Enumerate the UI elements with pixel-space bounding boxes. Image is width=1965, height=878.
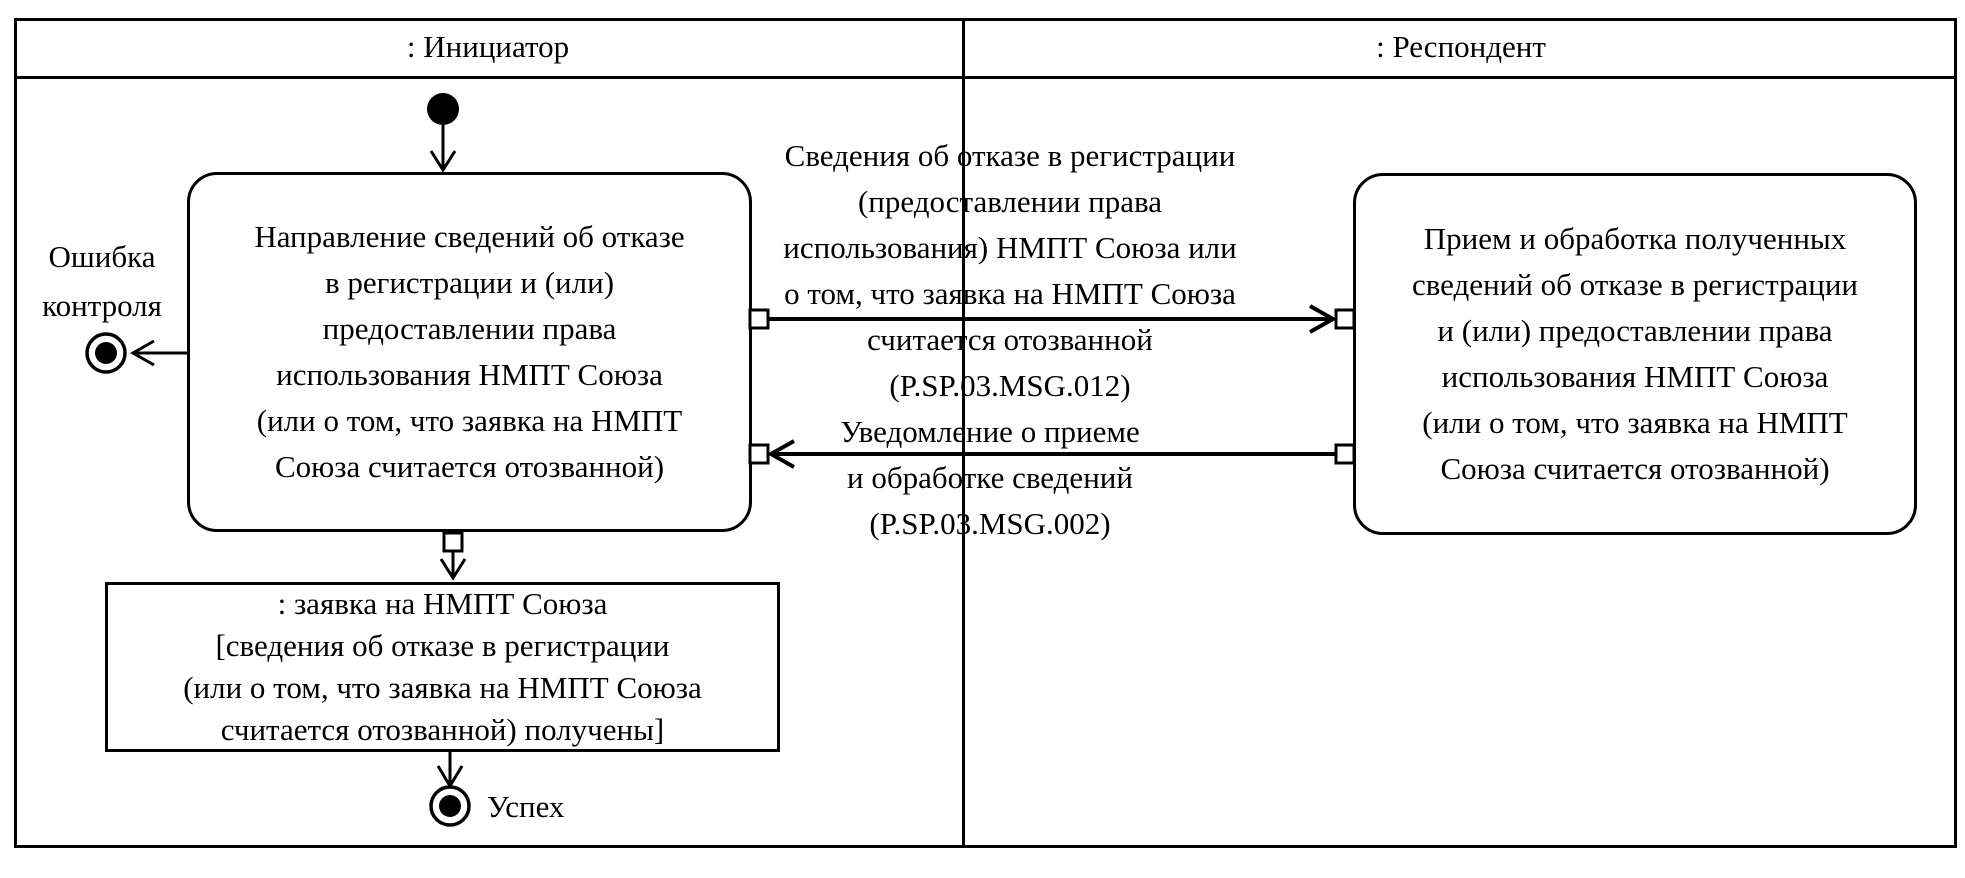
lane-title: : Респондент [1376,29,1546,64]
message-text-line: считается отозванной [867,322,1153,357]
object-text-line: (или о том, что заявка на НМПТ Союза [183,670,702,705]
object-node-application: : заявка на НМПТ Союза [сведения об отка… [105,582,780,752]
action-text-line: Направление сведений об отказе [254,219,685,254]
object-text-line: [сведения об отказе в регистрации [215,628,670,663]
lane-divider [962,18,965,848]
message-label-request: Сведения об отказе в регистрации (предос… [715,133,1305,409]
message-text-line: Сведения об отказе в регистрации [784,138,1236,173]
action-text-line: предоставлении права [322,311,617,346]
action-text-line: Прием и обработка полученных [1423,221,1847,256]
message-text-line: Уведомление о приеме [840,414,1140,449]
action-text-line: использования НМПТ Союза [1441,359,1829,394]
label-line: Ошибка [48,239,156,274]
message-text-line: использования) НМПТ Союза или [783,230,1237,265]
action-text-line: сведений об отказе в регистрации [1411,267,1859,302]
action-node-initiator: Направление сведений об отказе в регистр… [187,172,752,532]
object-text-line: считается отозванной) получены] [220,712,665,747]
lane-header-initiator: : Инициатор [14,18,962,76]
success-final-node-label: Успех [487,789,565,824]
error-final-node-label: Ошибка контроля [12,232,192,330]
message-text-line: (P.SP.03.MSG.002) [869,506,1111,541]
message-label-response: Уведомление о приеме и обработке сведени… [695,409,1285,547]
lane-title: : Инициатор [406,29,570,64]
action-text-line: в регистрации и (или) [324,265,615,300]
diagram-frame [14,18,1957,848]
action-text-line: Союза считается отозванной) [274,449,665,484]
action-node-respondent: Прием и обработка полученных сведений об… [1353,173,1917,535]
message-text-line: (предоставлении права [857,184,1163,219]
action-text-line: (или о том, что заявка на НМПТ [1422,405,1848,440]
action-text-line: Союза считается отозванной) [1440,451,1830,486]
action-text-line: и (или) предоставлении права [1437,313,1833,348]
action-text-line: (или о том, что заявка на НМПТ [256,403,683,438]
lane-header-respondent: : Респондент [965,18,1957,76]
lane-header-separator [14,76,1957,79]
label-line: контроля [42,288,162,323]
message-text-line: (P.SP.03.MSG.012) [889,368,1131,403]
message-text-line: о том, что заявка на НМПТ Союза [784,276,1236,311]
message-text-line: и обработке сведений [847,460,1133,495]
action-text-line: использования НМПТ Союза [276,357,663,392]
object-text-line: : заявка на НМПТ Союза [277,586,608,621]
